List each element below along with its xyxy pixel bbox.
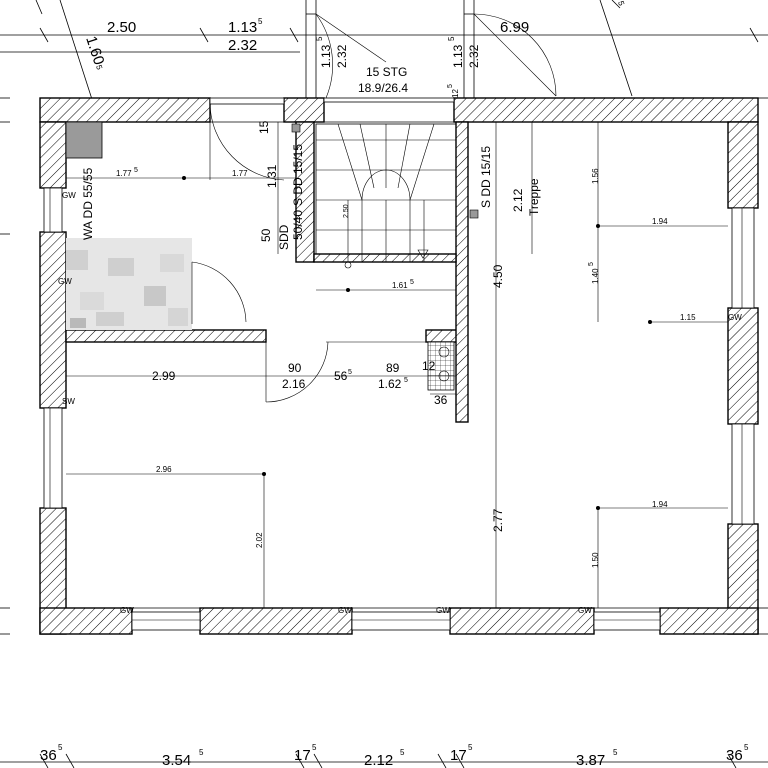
- dim-2-16: 2.16: [282, 377, 306, 391]
- label-gw-left-1: GW: [62, 191, 76, 200]
- label-gw-bottom-3: GW: [436, 606, 450, 615]
- dim-2-50: 2.50: [107, 19, 136, 36]
- stair-right-2-32: 2.32: [467, 44, 481, 68]
- bottom-dim-sup: 5: [468, 743, 473, 752]
- dim-56: 56: [334, 369, 348, 383]
- top-dimension-lines: [0, 0, 768, 119]
- stair-ratio: 18.9/26.4: [358, 81, 408, 95]
- bottom-dim: 3.54: [162, 752, 191, 768]
- label-gw-bottom-2: GW: [338, 606, 352, 615]
- dim-1-13: 1.13: [228, 19, 257, 36]
- stair-right-1-13-sup: 5: [447, 36, 456, 41]
- blurred-region: [66, 238, 192, 330]
- dim-1-15: 1.15: [680, 313, 696, 322]
- label-wa-dd: WA DD 55/55: [81, 167, 95, 240]
- dim-corner-sup: 5: [616, 0, 626, 7]
- dim-1-61: 1.61: [392, 281, 408, 290]
- bottom-dim-sup: 5: [400, 748, 405, 757]
- dim-1-60-sup: 5: [94, 64, 104, 72]
- label-treppe: Treppe: [527, 178, 541, 216]
- dim-6-99: 6.99: [500, 19, 529, 36]
- bottom-dim-sup: 5: [58, 743, 63, 752]
- dim-1-61-sup: 5: [410, 279, 414, 286]
- label-gw-right: GW: [728, 313, 742, 322]
- dim-1-94-b: 1.94: [652, 500, 668, 509]
- shaft-right: [469, 209, 479, 219]
- dim-15: 15: [257, 120, 271, 134]
- bottom-dim-sup: 5: [744, 743, 749, 752]
- bottom-dimension-line: [0, 753, 768, 768]
- label-gw-bottom-4: GW: [578, 606, 592, 615]
- chimney-column: [65, 121, 103, 159]
- outer-walls: [39, 97, 759, 635]
- stair-dim-2-50: 2.50: [343, 204, 350, 218]
- dim-1-40-sup: 5: [588, 262, 595, 266]
- dim-36: 36: [434, 393, 448, 407]
- dim-1-40: 1.40: [591, 268, 600, 284]
- dim-2-96: 2.96: [156, 465, 172, 474]
- bottom-dim: 17: [294, 747, 311, 764]
- dim-2-32: 2.32: [228, 37, 257, 54]
- dim-2-77: 2.77: [491, 508, 505, 532]
- dim-1-13-sup: 5: [258, 17, 263, 26]
- dim-1-94-a: 1.94: [652, 217, 668, 226]
- label-sdd: SDD: [277, 224, 291, 250]
- dim-1-77-a-sup: 5: [134, 167, 138, 174]
- stair-left-1-13-sup: 5: [315, 36, 324, 41]
- stair-small-12: 12: [451, 89, 460, 98]
- stair-right-1-13: 1.13: [451, 44, 465, 68]
- dim-1-62-sup: 5: [404, 377, 408, 384]
- dim-50-40: 50/40: [291, 210, 305, 240]
- stair-step-count: 15 STG: [366, 65, 407, 79]
- label-s-dd-left: S DD 15/15: [291, 144, 305, 206]
- dim-89: 89: [386, 361, 400, 375]
- dim-2-12: 2.12: [511, 188, 525, 212]
- dim-4-50: 4.50: [491, 264, 505, 288]
- bottom-dim: 2.12: [364, 752, 393, 768]
- dim-1-60: 1.60: [82, 34, 107, 67]
- interior-dimension-lines: [66, 122, 728, 608]
- bottom-dim: 36: [40, 747, 57, 764]
- staircase: [315, 123, 457, 269]
- bottom-dimension-labels: 36 5 3.54 5 17 5 2.12 5 17 5 3.87 5 36 5: [40, 743, 749, 768]
- dim-1-62: 1.62: [378, 377, 402, 391]
- dim-1-77-b: 1.77: [232, 169, 248, 178]
- label-sw-left: SW: [62, 397, 75, 406]
- label-s-dd-right: S DD 15/15: [479, 146, 493, 208]
- label-gw-left-2: GW: [58, 277, 72, 286]
- bottom-dim: 3.87: [576, 752, 605, 768]
- bottom-dim-sup: 5: [199, 748, 204, 757]
- dim-1-56: 1.56: [591, 168, 600, 184]
- bottom-dim: 36: [726, 747, 743, 764]
- stair-small-12-sup: 5: [447, 84, 454, 88]
- dim-12: 12: [422, 359, 436, 373]
- dim-1-31: 1.31: [265, 164, 279, 188]
- bottom-dim-sup: 5: [613, 748, 618, 757]
- dim-1-77-a: 1.77: [116, 169, 132, 178]
- dim-1-50: 1.50: [591, 552, 600, 568]
- label-gw-bottom-1: GW: [120, 606, 134, 615]
- bottom-dim: 17: [450, 747, 467, 764]
- stair-left-2-32: 2.32: [335, 44, 349, 68]
- dim-90: 90: [288, 361, 302, 375]
- shaft-left: [291, 123, 301, 133]
- side-ticks: [0, 97, 768, 635]
- dim-2-99: 2.99: [152, 369, 176, 383]
- dim-50: 50: [259, 228, 273, 242]
- stair-left-1-13: 1.13: [319, 44, 333, 68]
- dim-56-sup: 5: [348, 369, 352, 376]
- bottom-dim-sup: 5: [312, 743, 317, 752]
- entry-doors-outside: [305, 0, 557, 99]
- dim-2-02: 2.02: [255, 532, 264, 548]
